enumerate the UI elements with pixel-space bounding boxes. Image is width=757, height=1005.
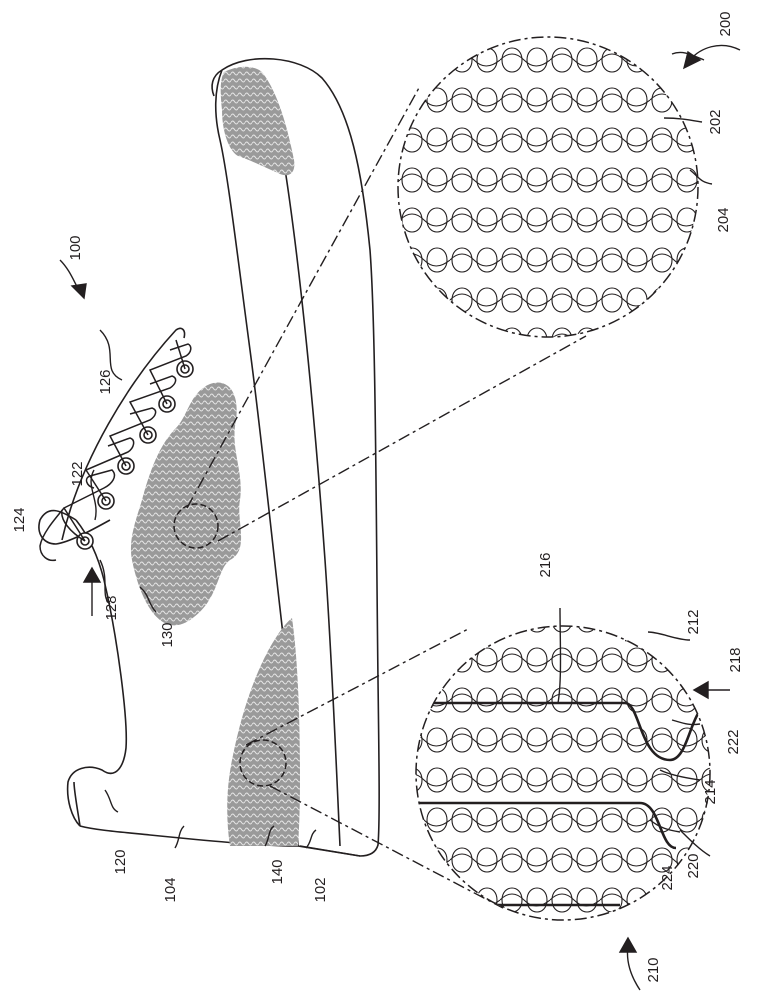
label-202: 202 — [707, 109, 724, 134]
label-140: 140 — [269, 859, 286, 884]
yarn-line-222 — [416, 700, 710, 762]
magnified-view-210 — [415, 625, 711, 921]
label-214: 214 — [702, 779, 719, 804]
label-124: 124 — [11, 507, 28, 532]
label-128: 128 — [103, 595, 120, 620]
label-100: 100 — [67, 235, 84, 260]
laces — [39, 339, 192, 562]
knit-region-130 — [130, 382, 242, 626]
zoom-connectors — [186, 85, 587, 909]
knit-region-toe — [220, 66, 295, 176]
label-220: 220 — [685, 853, 702, 878]
knit-region-140 — [227, 618, 300, 846]
label-120: 120 — [112, 849, 129, 874]
label-102: 102 — [312, 877, 329, 902]
label-104: 104 — [162, 877, 179, 902]
arrows — [59, 44, 741, 991]
label-130: 130 — [159, 622, 176, 647]
label-224: 224 — [659, 865, 676, 890]
label-122: 122 — [69, 461, 86, 486]
label-218: 218 — [727, 647, 744, 672]
label-210: 210 — [645, 957, 662, 982]
label-222: 222 — [725, 729, 742, 754]
label-200: 200 — [717, 11, 734, 36]
reference-labels: 100 102 104 120 122 124 126 128 130 140 … — [11, 11, 744, 982]
label-216: 216 — [537, 552, 554, 577]
label-204: 204 — [715, 207, 732, 232]
magnified-view-200 — [397, 36, 699, 338]
detail-circle-140 — [239, 739, 287, 787]
label-126: 126 — [97, 369, 114, 394]
detail-circle-130 — [173, 503, 219, 549]
label-212: 212 — [685, 609, 702, 634]
leader-lines — [90, 51, 713, 857]
